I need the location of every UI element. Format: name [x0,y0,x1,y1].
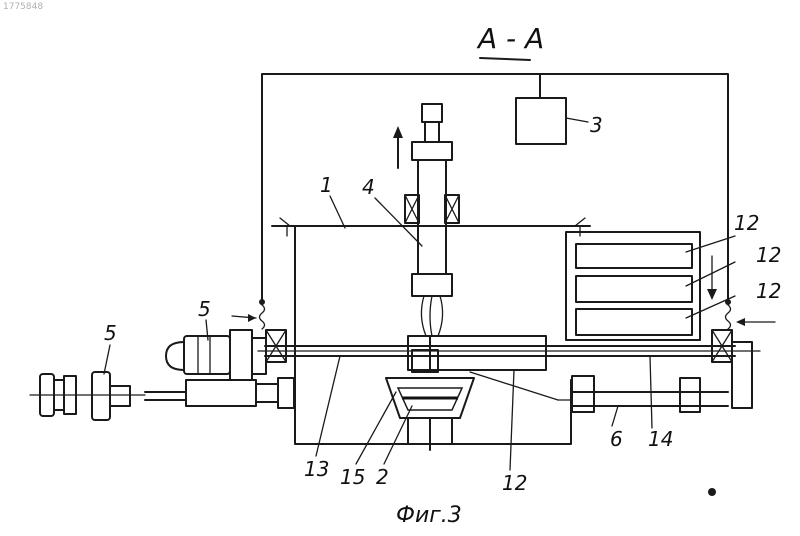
label-12-d: 12 [502,471,527,495]
magazine-12 [566,232,735,340]
section-title-underline [480,58,530,60]
label-13: 13 [304,457,329,481]
control-circuit [232,74,775,329]
label-14: 14 [648,427,673,451]
vertical-rod-4 [393,104,459,336]
label-2: 2 [376,465,389,489]
label-12-b: 12 [756,243,781,267]
crucible-2 [386,378,474,450]
label-12-a: 12 [734,211,759,235]
left-drive-5 [166,330,266,380]
label-6: 6 [610,427,623,451]
label-12-c: 12 [756,279,781,303]
label-3: 3 [590,113,603,137]
ink-dot [708,488,716,496]
section-title: A - A [476,22,544,55]
label-1: 1 [320,173,333,197]
control-unit-3 [516,98,566,144]
remote-drive-5 [30,372,145,420]
figure-caption: Фиг.3 [396,503,462,528]
label-5-left: 5 [104,321,117,345]
label-4: 4 [362,175,375,199]
carriage-12 [408,336,546,372]
document-number: 1775848 [3,2,43,12]
label-5-upper: 5 [198,297,211,321]
label-15: 15 [340,465,365,489]
